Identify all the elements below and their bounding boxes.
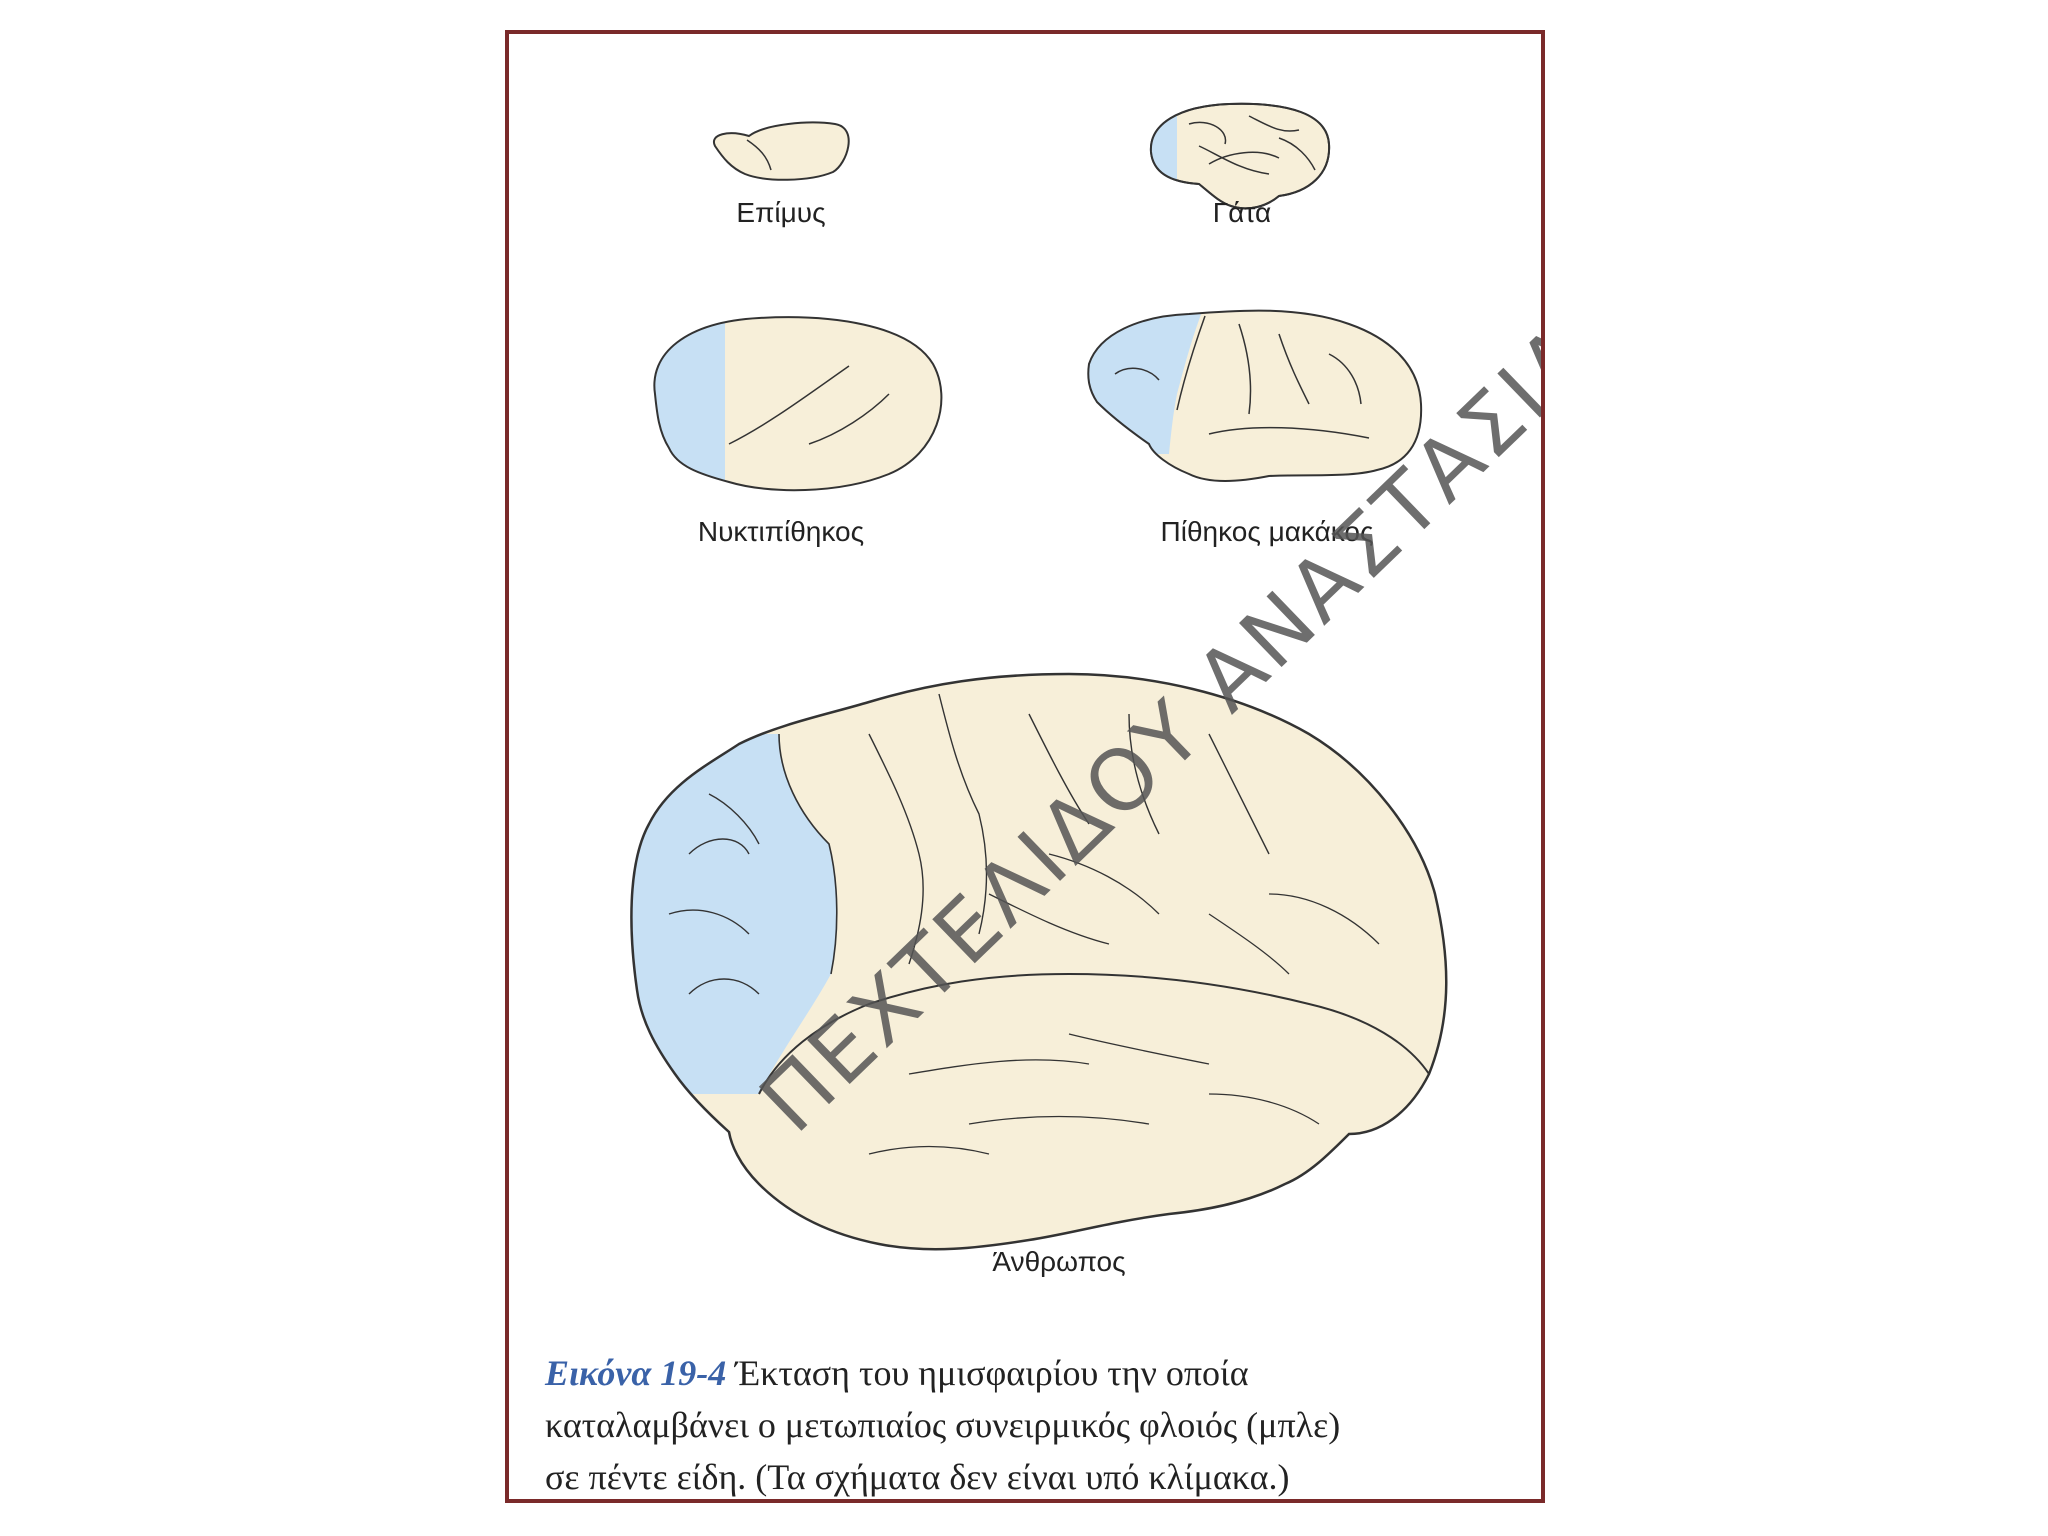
caption-line-1: Έκταση του ημισφαιρίου την οποία xyxy=(735,1353,1249,1393)
cat-brain xyxy=(1149,102,1331,210)
figure-number: Εικόνα 19-4 xyxy=(545,1353,727,1393)
caption-line-3: σε πέντε είδη. (Τα σχήματα δεν είναι υπό… xyxy=(545,1457,1290,1497)
brains-illustration xyxy=(630,102,1448,1251)
caption-line-2: καταλαμβάνει ο μετωπιαίος συνειρμικός φλ… xyxy=(545,1405,1341,1445)
human-brain xyxy=(630,672,1448,1251)
macaque-brain xyxy=(1087,309,1423,482)
figure-frame: Επίμυς Γάτα Νυκτιπίθηκος Πίθηκος μακάκος… xyxy=(505,30,1545,1503)
label-shrew: Επίμυς xyxy=(736,197,826,228)
figure-caption: Εικόνα 19-4 Έκταση του ημισφαιρίου την ο… xyxy=(545,1347,1525,1499)
label-macaque: Πίθηκος μακάκος xyxy=(1160,516,1374,547)
owl-monkey-brain xyxy=(653,316,943,492)
label-cat: Γάτα xyxy=(1212,197,1272,228)
label-owl-monkey: Νυκτιπίθηκος xyxy=(697,516,865,547)
shrew-brain xyxy=(712,121,850,181)
label-human: Άνθρωπος xyxy=(992,1246,1126,1277)
